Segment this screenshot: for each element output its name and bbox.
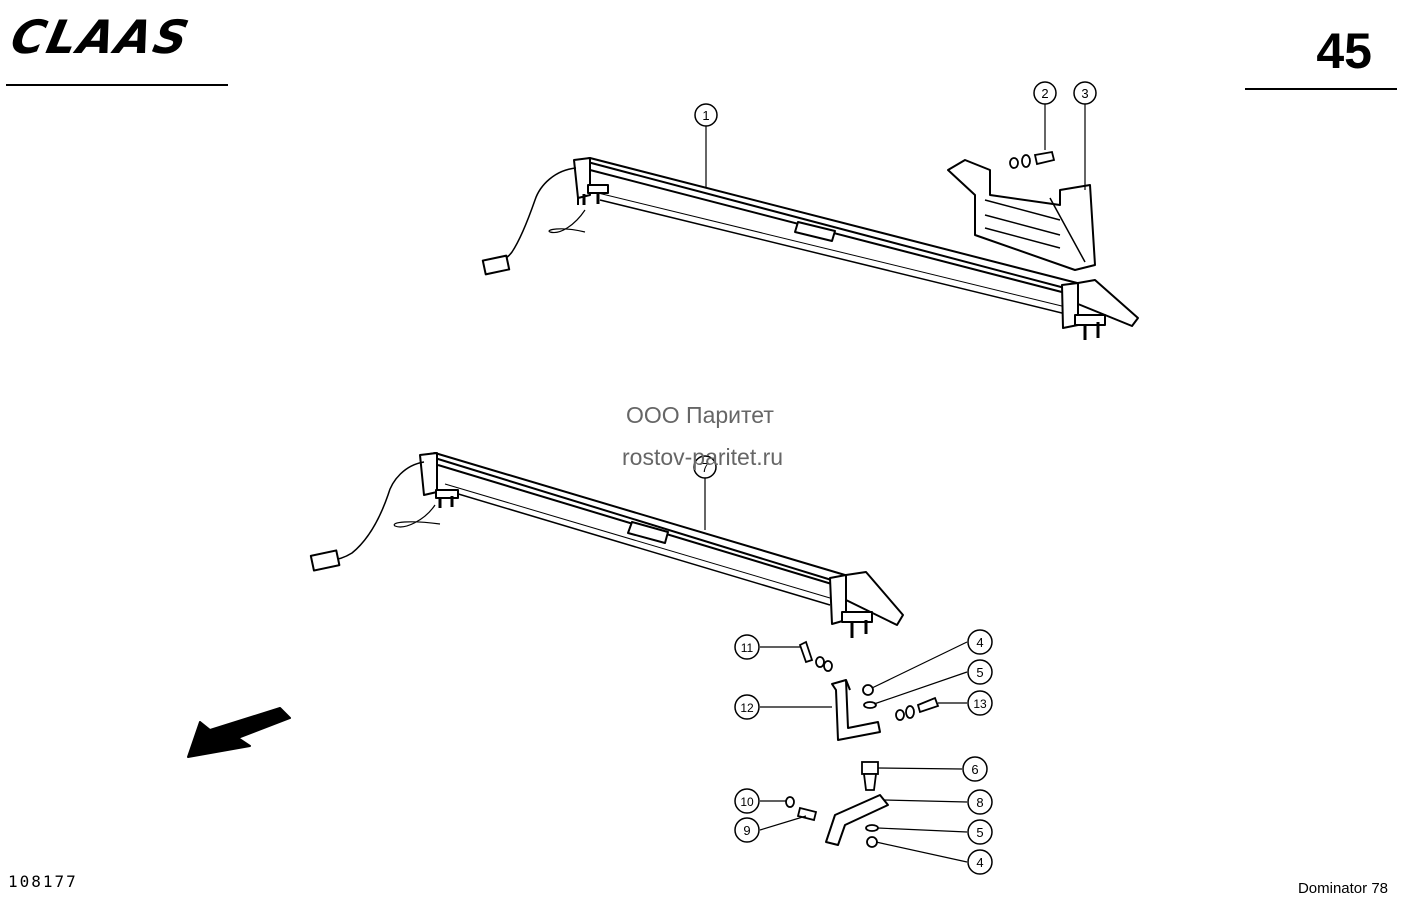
header-rule-right [1245,88,1397,90]
part-13-bolt [895,696,940,721]
callout-1: 1 [694,103,718,127]
svg-text:1: 1 [702,108,709,123]
svg-text:10: 10 [740,795,754,809]
part-1-upper-bar [481,157,1139,340]
part-3-cover [947,159,1096,271]
callout-4-lower: 4 [967,849,993,875]
part-6-stud [861,761,879,791]
part-5-washer-upper [863,701,877,709]
callout-9: 9 [734,817,760,843]
callout-7: 7 [693,455,717,479]
callout-13: 13 [967,690,993,716]
part-11-bolt [798,640,833,672]
direction-arrow-icon [187,707,291,758]
model-name: Dominator 78 [1297,880,1388,897]
part-8-plate [825,794,889,846]
callout-3: 3 [1073,81,1097,105]
part-12-bracket [831,679,881,741]
callout-4-upper: 4 [967,629,993,655]
watermark-url: rostov-paritet.ru [622,444,784,470]
callout-11: 11 [734,634,760,660]
callout-5-lower: 5 [967,819,993,845]
part-4-nut-upper [862,684,874,696]
leader-lines [704,104,1086,863]
callout-2: 2 [1033,81,1057,105]
part-10-washer [785,796,795,808]
svg-text:4: 4 [976,635,983,650]
part-5-washer-lower [865,824,879,832]
svg-text:4: 4 [976,855,983,870]
part-2-screw [1009,150,1056,169]
svg-text:2: 2 [1041,86,1048,101]
svg-text:3: 3 [1081,86,1088,101]
svg-text:12: 12 [740,701,754,715]
callout-5-upper: 5 [967,659,993,685]
svg-text:13: 13 [973,697,987,711]
callout-10: 10 [734,788,760,814]
callout-8: 8 [967,789,993,815]
part-7-lower-bar [309,452,904,638]
svg-text:8: 8 [976,795,983,810]
svg-text:5: 5 [976,665,983,680]
svg-text:11: 11 [741,641,754,655]
svg-text:9: 9 [743,823,750,838]
drawing-number: 108177 [8,872,78,891]
page-number: 45 [1316,23,1372,79]
watermark-company: ООО Паритет [626,402,774,428]
callout-12: 12 [734,694,760,720]
part-4-nut-lower [866,836,878,848]
svg-text:7: 7 [701,460,708,475]
callout-6: 6 [962,756,988,782]
svg-text:5: 5 [976,825,983,840]
header-rule-left [6,84,228,86]
svg-text:6: 6 [971,762,978,777]
